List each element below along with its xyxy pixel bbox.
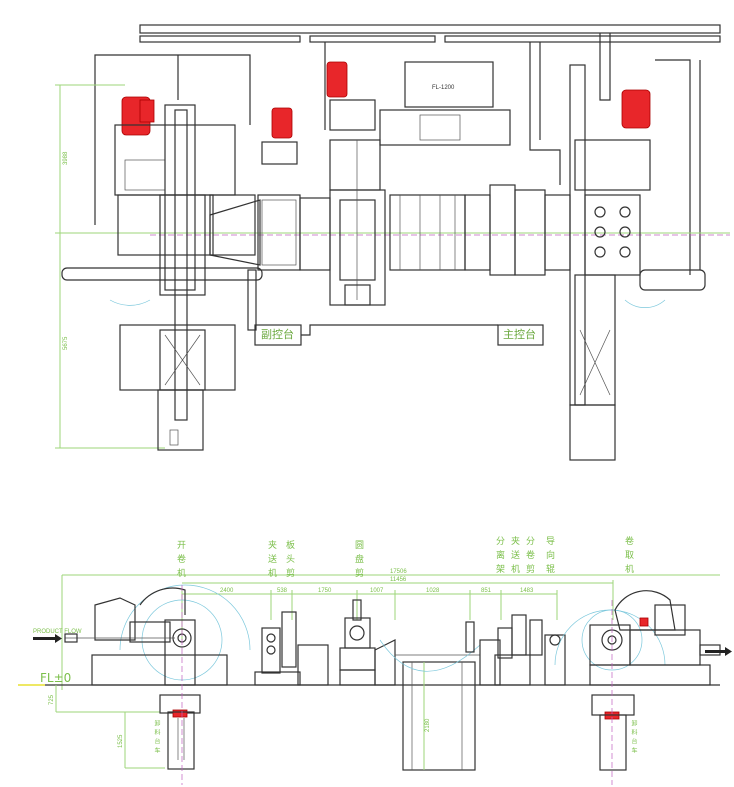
motor-icon [271, 107, 293, 139]
main-console-label: 主控台 [503, 327, 536, 341]
exit-arrow-icon [705, 647, 732, 656]
flow-arrow-icon [33, 634, 62, 643]
recoiler-elevation [554, 590, 732, 785]
cable-trays [94, 24, 721, 275]
separator-plan [389, 184, 571, 276]
unit-box [404, 61, 494, 108]
dim-overall-2: 11456 [390, 577, 407, 583]
pinch-shear-elevation [254, 611, 329, 686]
coil-car-label-left: 卸料台车 [153, 720, 160, 756]
dim-851: 851 [481, 588, 492, 594]
station-recoiler: 卷取机 [623, 536, 633, 578]
dim-1483: 1483 [520, 588, 534, 594]
shear-plan [247, 107, 331, 331]
station-separator: 分离架 [494, 536, 504, 578]
uncoiler-plan [61, 96, 263, 451]
motor-icon [621, 89, 651, 129]
dim-lower: 5675 [63, 336, 69, 350]
slitter-plan [326, 61, 386, 306]
plan-view: 3988 5675 [55, 24, 730, 461]
dim-1750: 1750 [318, 588, 332, 594]
dim-725: 725 [49, 694, 55, 705]
pit: 2180 [379, 639, 481, 771]
uncoiler-elevation [64, 584, 251, 785]
dim-upper: 3988 [63, 151, 69, 165]
product-flow-label: PRODUCT FLOW [33, 629, 82, 635]
dim-1525: 1525 [118, 734, 124, 748]
dim-1028: 1028 [426, 588, 440, 594]
coil-car-label-right: 卸料台车 [630, 720, 637, 756]
recoiler-plan [569, 64, 706, 461]
floor-level-label: FL±0 [40, 671, 71, 685]
dim-1007: 1007 [370, 588, 384, 594]
dim-538: 538 [277, 588, 288, 594]
dim-pit: 2180 [425, 718, 431, 732]
slitter-elevation [339, 599, 396, 686]
station-pinch-roll: 夹送机 [266, 540, 276, 582]
motor-icon [326, 61, 348, 98]
station-guide-roll: 导向辊 [544, 536, 554, 578]
model-label: FL-1200 [432, 85, 455, 91]
station-dividing-shear: 分卷剪 [524, 536, 534, 578]
exit-equipment-elevation [465, 614, 566, 686]
sub-console-label: 副控台 [261, 327, 294, 341]
station-head-shear: 板头剪 [284, 540, 294, 582]
dim-overall-1: 17506 [390, 569, 407, 575]
elevation-view: 17506 11456 2400 538 1750 1007 1028 851 … [18, 569, 732, 785]
station-slitter: 圆盘剪 [353, 540, 363, 582]
station-uncoiler: 开卷机 [175, 540, 185, 582]
segment-dims: 2400 538 1750 1007 1028 851 1483 [181, 588, 558, 640]
dim-2400: 2400 [220, 588, 234, 594]
station-pinch-roll-2: 夹送机 [509, 536, 519, 578]
